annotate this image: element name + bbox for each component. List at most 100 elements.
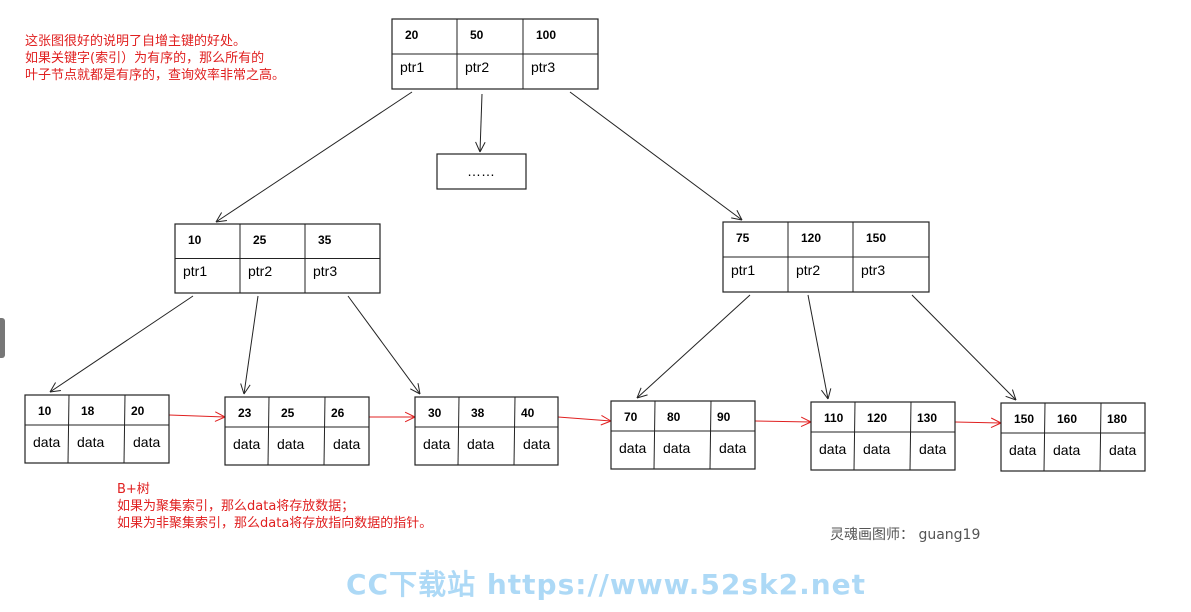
leaf-node-6-box xyxy=(1000,402,1146,472)
leaf-node-3-key-3: 40 xyxy=(521,406,535,420)
leaf-node-6-data-2: data xyxy=(1053,442,1080,458)
leaf-node-4-key-3: 90 xyxy=(717,410,731,424)
internal-node-1-key-3: 35 xyxy=(318,233,332,247)
author-credit: 灵魂画图师： guang19 xyxy=(830,527,981,543)
note-top-line-3: 叶子节点就都是有序的，查询效率非常之高。 xyxy=(25,68,286,83)
leaf-node-2-data-3: data xyxy=(333,436,360,452)
internal-node-2-ptr-1: ptr1 xyxy=(731,262,755,278)
internal-node-1-ptr-3: ptr3 xyxy=(313,263,337,279)
leaf-node-5-data-1: data xyxy=(819,441,846,457)
ellipsis-node xyxy=(436,153,527,190)
leaf-node-5-key-2: 120 xyxy=(867,411,887,425)
leaf-node-3-column-line xyxy=(457,396,460,466)
leaf-node-6-data-3: data xyxy=(1109,442,1136,458)
leaf-link-3-to-4 xyxy=(557,415,612,426)
side-scroll-handle[interactable] xyxy=(0,318,5,358)
edge-left-to-leaf-1 xyxy=(49,295,194,393)
leaf-node-5-box xyxy=(810,401,956,471)
internal-node-2: 75 120 150 ptr1 ptr2 ptr3 xyxy=(722,221,930,293)
root-node-ptr-2: ptr2 xyxy=(465,59,489,75)
leaf-node-5-key-1: 110 xyxy=(824,411,844,425)
root-node-ptr-3: ptr3 xyxy=(531,59,555,75)
internal-node-1-ptr-2: ptr2 xyxy=(248,263,272,279)
leaf-node-6-key-3: 180 xyxy=(1107,412,1127,426)
leaf-node-1-data-1: data xyxy=(33,434,60,450)
leaf-node-4-key-2: 80 xyxy=(667,410,681,424)
leaf-node-1-box xyxy=(24,394,170,464)
leaf-node-1-key-1: 10 xyxy=(38,404,52,418)
edge-root-to-right xyxy=(569,91,743,221)
leaf-node-1-column-line xyxy=(67,394,70,464)
internal-node-1-key-2: 25 xyxy=(253,233,267,247)
root-node-key-3: 100 xyxy=(536,28,556,42)
leaf-node-4-data-3: data xyxy=(719,440,746,456)
internal-node-1-key-1: 10 xyxy=(188,233,202,247)
leaf-node-3-data-1: data xyxy=(423,436,450,452)
leaf-node-5-column-line xyxy=(853,401,856,471)
leaf-node-5-column-line xyxy=(909,401,912,471)
internal-node-2-key-2: 120 xyxy=(801,231,821,245)
note-top-line-2: 如果关键字(索引）为有序的，那么所有的 xyxy=(25,51,265,66)
edge-right-to-leaf-4 xyxy=(636,294,751,399)
internal-node-2-ptr-2: ptr2 xyxy=(796,262,820,278)
leaf-node-3-box xyxy=(414,396,559,466)
leaf-node-1-data-2: data xyxy=(77,434,104,450)
internal-node-1-ptr-1: ptr1 xyxy=(183,263,207,279)
leaf-node-2-key-1: 23 xyxy=(238,406,252,420)
leaf-node-1: 10 18 20 data data data xyxy=(24,394,170,464)
leaf-node-1-key-3: 20 xyxy=(131,404,145,418)
leaf-node-6-key-1: 150 xyxy=(1014,412,1034,426)
leaf-node-6-column-line xyxy=(1043,402,1046,472)
leaf-links xyxy=(168,411,1002,429)
note-bottom: B+树 如果为聚集索引，那么data将存放数据； 如果为非聚集索引，那么data… xyxy=(117,481,432,532)
watermark: CC下载站 https://www.52sk2.net xyxy=(346,568,867,601)
leaf-node-3-data-3: data xyxy=(523,436,550,452)
leaf-node-1-key-2: 18 xyxy=(81,404,95,418)
edge-root-to-middle xyxy=(475,93,486,153)
leaf-node-2-data-2: data xyxy=(277,436,304,452)
leaf-node-4-box xyxy=(610,400,756,470)
leaf-link-5-to-6 xyxy=(954,417,1002,429)
leaf-node-2-key-2: 25 xyxy=(281,406,295,420)
note-bottom-line-1: B+树 xyxy=(117,482,150,497)
note-bottom-line-2: 如果为聚集索引，那么data将存放数据； xyxy=(117,499,355,514)
leaf-node-1-data-3: data xyxy=(133,434,160,450)
internal-node-2-key-3: 150 xyxy=(866,231,886,245)
internal-node-2-key-1: 75 xyxy=(736,231,750,245)
tree-nodes: …… 20 50 100 ptr1 ptr2 ptr3 10 25 35 ptr1 ptr2 ptr3… xyxy=(24,18,1146,472)
note-bottom-line-3: 如果为非聚集索引，那么data将存放指向数据的指针。 xyxy=(117,516,433,531)
leaf-node-4-key-1: 70 xyxy=(624,410,638,424)
leaf-node-4-column-line xyxy=(653,400,656,470)
leaf-link-1-to-2 xyxy=(168,411,226,422)
edge-right-to-leaf-6 xyxy=(911,294,1017,401)
leaf-node-5-data-2: data xyxy=(863,441,890,457)
leaf-node-6-data-1: data xyxy=(1009,442,1036,458)
internal-node-2-ptr-3: ptr3 xyxy=(861,262,885,278)
root-node-key-2: 50 xyxy=(470,28,484,42)
leaf-link-4-to-5 xyxy=(754,416,812,428)
root-node-ptr-1: ptr1 xyxy=(400,59,424,75)
leaf-node-2-box xyxy=(224,396,370,466)
leaf-node-6-key-2: 160 xyxy=(1057,412,1077,426)
leaf-node-3-column-line xyxy=(513,396,516,466)
leaf-node-2-data-1: data xyxy=(233,436,260,452)
leaf-node-2-column-line xyxy=(323,396,326,466)
edge-left-to-leaf-2 xyxy=(240,295,259,395)
ellipsis-text: …… xyxy=(467,163,495,179)
leaf-node-6-column-line xyxy=(1099,402,1102,472)
leaf-node-4-data-1: data xyxy=(619,440,646,456)
internal-node-1: 10 25 35 ptr1 ptr2 ptr3 xyxy=(174,223,381,294)
leaf-node-2-column-line xyxy=(267,396,270,466)
root-node: 20 50 100 ptr1 ptr2 ptr3 xyxy=(391,18,599,90)
leaf-node-3-key-2: 38 xyxy=(471,406,485,420)
leaf-node-6: 150 160 180 data data data xyxy=(1000,402,1146,472)
root-node-key-1: 20 xyxy=(405,28,419,42)
edge-root-to-left xyxy=(215,91,413,223)
edge-left-to-leaf-3 xyxy=(347,295,421,395)
edge-right-to-leaf-5 xyxy=(807,294,832,400)
leaf-node-4-column-line xyxy=(709,400,712,470)
